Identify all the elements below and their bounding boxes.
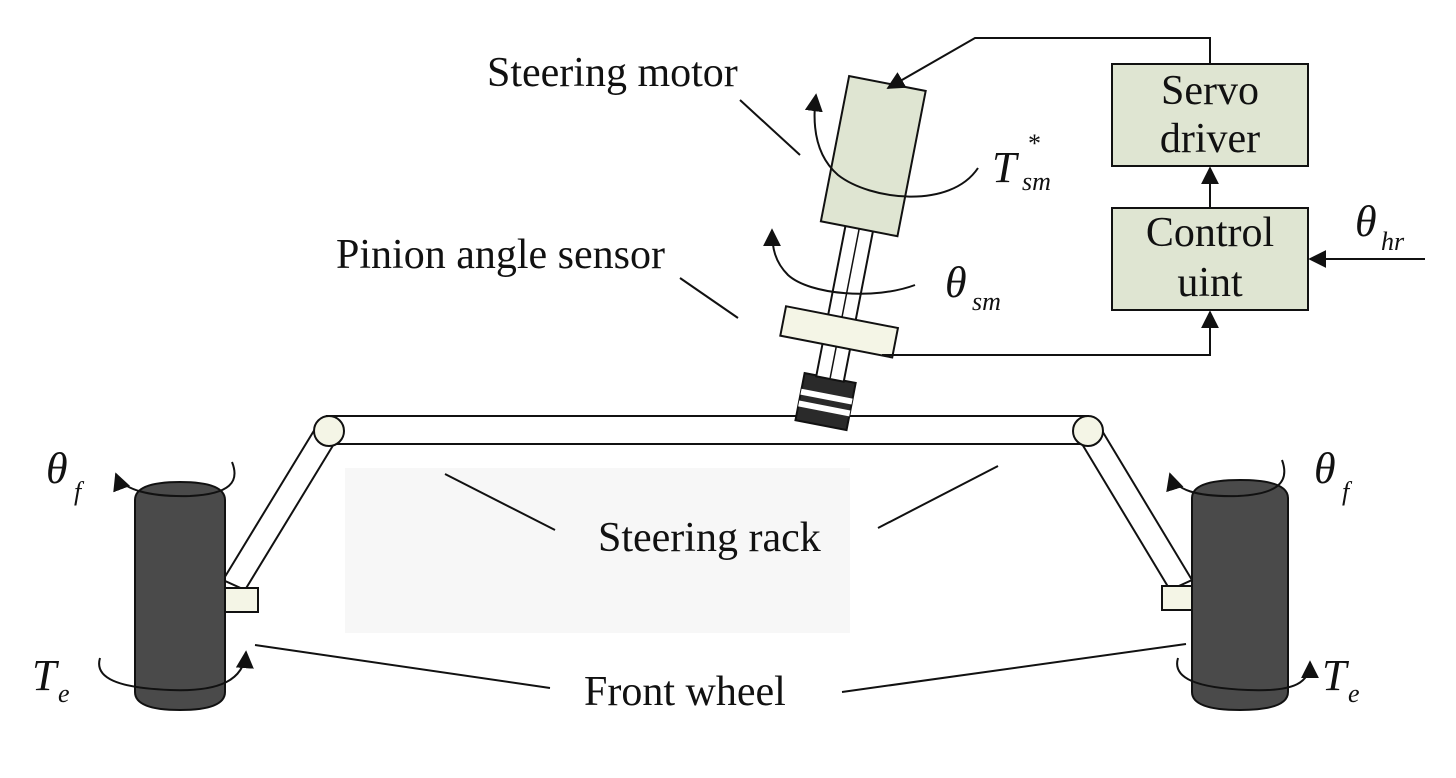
svg-text:f: f [1342,477,1353,506]
label-steering-motor: Steering motor [487,50,738,96]
right-knuckle-arm [1161,585,1197,611]
left-knuckle-arm [223,587,259,613]
symbol-tire-torque-right: T e [1322,651,1360,708]
svg-text:e: e [1348,679,1360,708]
svg-text:T: T [992,143,1020,192]
svg-text:T: T [32,651,60,700]
svg-text:θ: θ [945,258,967,307]
arrow-sensor-to-control [882,310,1219,356]
motor-angle-arrow [763,228,916,295]
arrow-servo-to-motor [886,37,1211,89]
leader-pinion-sensor [679,277,739,319]
left-wheel-angle-arrow [113,461,236,498]
svg-text:θ: θ [46,444,68,493]
motor-torque-arrow [804,93,979,198]
symbol-handwheel-ref: θ hr [1355,197,1405,256]
svg-text:hr: hr [1381,227,1405,256]
leader-wheel-right [841,643,1187,693]
right-wheel-torque-arrow [1176,657,1319,692]
right-front-wheel [1191,478,1289,712]
svg-text:θ: θ [1355,197,1377,246]
label-steering-rack: Steering rack [598,515,821,561]
left-front-wheel [134,480,226,712]
right-ball-joint [1072,415,1104,447]
svg-text:*: * [1028,129,1041,158]
symbol-wheel-angle-left: θ f [46,444,85,506]
svg-text:T: T [1322,651,1350,700]
steering-rack [326,415,1089,445]
servo-driver-label-line2: driver [1160,116,1260,162]
steering-column [779,74,927,432]
left-ball-joint [313,415,345,447]
right-tie-rod [1074,422,1194,592]
pinion-angle-sensor [779,305,900,359]
left-wheel-torque-arrow [98,650,254,692]
svg-text:e: e [58,679,70,708]
background-panel [345,468,850,633]
control-unit-label-line1: Control [1146,210,1274,256]
control-unit-label-line2: uint [1177,260,1243,306]
label-pinion-angle-sensor: Pinion angle sensor [336,232,665,278]
label-front-wheel: Front wheel [584,669,786,715]
leader-wheel-left [254,644,551,689]
symbol-tire-torque-left: T e [32,651,70,708]
leader-rack-right [877,465,999,529]
steering-motor [819,74,927,238]
svg-text:θ: θ [1314,444,1336,493]
svg-text:f: f [74,477,85,506]
control-unit-block: Control uint [1111,207,1309,311]
leader-rack-left [444,473,556,531]
servo-driver-label-line1: Servo [1161,68,1259,114]
symbol-wheel-angle-right: θ f [1314,444,1353,506]
right-wheel-angle-arrow [1166,459,1286,498]
symbol-motor-angle: θ sm [945,258,1001,316]
svg-text:sm: sm [972,287,1001,316]
svg-text:sm: sm [1022,167,1051,196]
servo-driver-block: Servo driver [1111,63,1309,167]
leader-steering-motor [739,99,801,156]
left-tie-rod [221,422,342,592]
symbol-motor-torque: T sm * [992,129,1051,196]
